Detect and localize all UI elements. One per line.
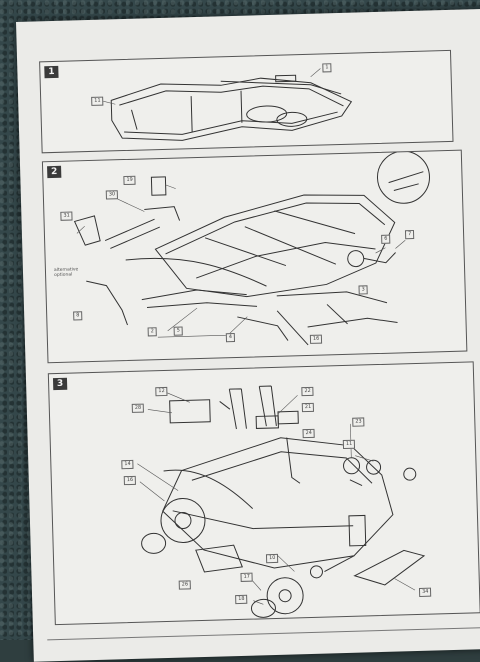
part-label: 22: [301, 386, 314, 397]
part-label: 18: [235, 594, 248, 605]
part-label: 12: [155, 386, 168, 397]
part-label: 26: [178, 580, 192, 590]
bottom-rule: [47, 627, 480, 641]
part-label: 23: [352, 417, 365, 427]
step-1-panel: 1 1 11: [39, 49, 454, 154]
step-2-panel: 2: [41, 149, 468, 364]
part-label: 11: [342, 439, 356, 450]
optional-note: alternative optional: [53, 267, 79, 279]
part-label: 17: [240, 572, 254, 582]
part-label: 14: [121, 459, 134, 470]
step-3-panel: 3: [47, 361, 480, 626]
part-label: 24: [302, 428, 316, 439]
instruction-sheet: 1 1 11 2: [16, 8, 480, 662]
part-label: 16: [123, 475, 137, 486]
part-label: 16: [309, 334, 323, 344]
part-label: 4: [225, 333, 236, 343]
part-label: 30: [105, 190, 119, 200]
chassis-frame-drawing: [101, 68, 353, 141]
part-label: 3: [358, 285, 368, 295]
part-label: 21: [301, 402, 315, 413]
part-label: 19: [123, 175, 136, 186]
part-label: 11: [91, 96, 104, 106]
chassis-assembly-drawing: [73, 150, 430, 346]
part-label: 10: [265, 553, 279, 564]
part-label: 2: [147, 327, 158, 337]
part-label: 6: [381, 234, 391, 244]
body-assembly-drawing: [137, 385, 426, 618]
part-label: 34: [418, 587, 432, 597]
part-label: 1: [322, 63, 332, 73]
part-label: 5: [173, 326, 184, 336]
part-label: 7: [404, 229, 415, 240]
part-label: 31: [60, 211, 73, 221]
part-label: 28: [131, 403, 145, 413]
part-label: 8: [73, 311, 83, 321]
